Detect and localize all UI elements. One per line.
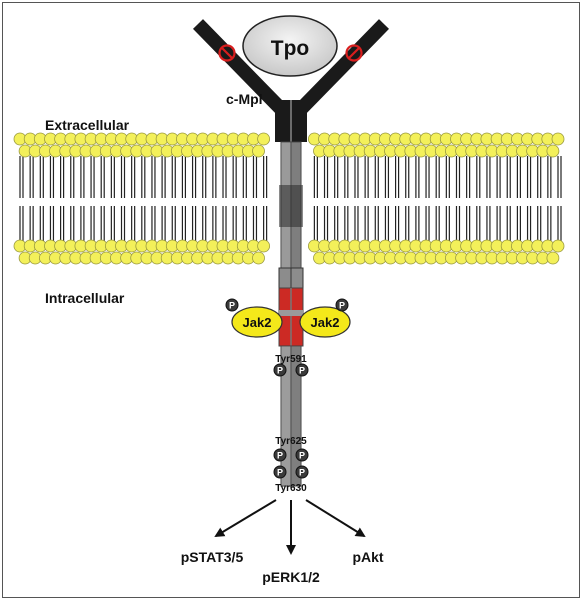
- phospho-label: P: [299, 468, 305, 478]
- inhibitor-icon-left: [218, 44, 236, 62]
- arrow-to-pakt: [305, 499, 366, 538]
- tpo-ligand: Tpo: [242, 15, 338, 77]
- extracellular-label: Extracellular: [45, 117, 130, 133]
- lipid-tails: [19, 156, 562, 242]
- phospho-label: P: [277, 468, 283, 478]
- perk-label: pERK1/2: [262, 569, 320, 585]
- phospho-jak2-left: P: [225, 298, 239, 312]
- inhibitor-icon-right: [345, 44, 363, 62]
- phospho-tyr630-left: P: [273, 465, 287, 479]
- phospho-label: P: [299, 451, 305, 461]
- phospho-tyr625-left: P: [273, 448, 287, 462]
- pstat-label: pSTAT3/5: [181, 549, 244, 565]
- phospho-tyr591-left: P: [273, 363, 287, 377]
- receptor-right-arm: [294, 19, 390, 115]
- intracellular-label: Intracellular: [45, 290, 125, 306]
- c-mpl-receptor: [192, 19, 390, 487]
- phospho-tyr591-right: P: [295, 363, 309, 377]
- tyr625-label: Tyr625: [275, 436, 307, 447]
- receptor-left-arm: [192, 19, 288, 115]
- arrow-to-pstat: [214, 499, 277, 538]
- lipid-bilayer: [13, 132, 565, 265]
- jak2-right-label: Jak2: [311, 315, 340, 330]
- tpo-label: Tpo: [271, 37, 309, 60]
- jak2-right: Jak2: [299, 306, 351, 338]
- phospho-label: P: [229, 301, 235, 311]
- phospho-label: P: [277, 366, 283, 376]
- tyr630-label: Tyr630: [275, 483, 307, 494]
- phospho-tyr630-right: P: [295, 465, 309, 479]
- jak2-left: Jak2: [231, 306, 283, 338]
- pakt-label: pAkt: [352, 549, 383, 565]
- jak2-left-label: Jak2: [243, 315, 272, 330]
- phospho-jak2-right: P: [335, 298, 349, 312]
- lipid-heads: [13, 132, 565, 265]
- phospho-label: P: [299, 366, 305, 376]
- phospho-tyr625-right: P: [295, 448, 309, 462]
- phospho-label: P: [339, 301, 345, 311]
- c-mpl-label: c-Mpl: [226, 91, 263, 107]
- tyr591-label: Tyr591: [275, 354, 307, 365]
- phospho-label: P: [277, 451, 283, 461]
